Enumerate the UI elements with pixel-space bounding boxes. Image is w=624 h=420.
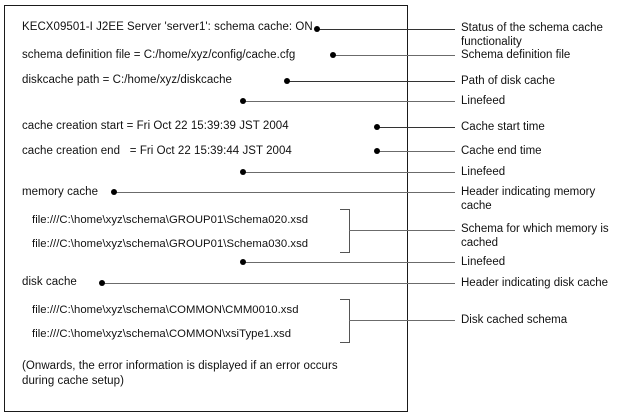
leader-dot-cache-end-time (374, 148, 380, 154)
annotation-schema-definition-file: Schema definition file (461, 49, 571, 61)
annotation-header-disk-cache: Header indicating disk cache (461, 277, 609, 289)
leader-line-schema-memory-cached (349, 230, 455, 231)
console-output-box (4, 5, 408, 412)
leader-line-disk-cached-schema (349, 320, 455, 321)
leader-line-cache-start-time (377, 127, 455, 128)
leader-dot-linefeed-2 (240, 169, 246, 175)
log-line-cache-creation-start: cache creation start = Fri Oct 22 15:39:… (22, 120, 289, 132)
log-line-diskcache-path: diskcache path = C:/home/xyz/diskcache (22, 74, 232, 86)
leader-line-linefeed-2 (243, 172, 455, 173)
annotation-linefeed-3: Linefeed (461, 256, 506, 268)
log-line-disk-schema-cmm0010: file:///C:\home\xyz\schema\COMMON\CMM001… (32, 304, 299, 316)
leader-line-linefeed-3 (243, 262, 455, 263)
leader-line-header-disk-cache (104, 283, 455, 284)
bracket-memory-cached-schema (340, 209, 350, 253)
leader-line-header-memory-cache (116, 192, 455, 193)
annotation-disk-cached-schema: Disk cached schema (461, 314, 568, 326)
leader-dot-header-memory-cache (111, 189, 117, 195)
annotation-cache-start-time: Cache start time (461, 121, 545, 133)
log-line-memory-schema-020: file:///C:\home\xyz\schema\GROUP01\Schem… (32, 214, 309, 226)
annotation-status-of-schema-cache: Status of the schema cache functionality (461, 22, 603, 48)
console-footnote-line-1: (Onwards, the error information is displ… (22, 360, 338, 372)
leader-line-linefeed-1 (243, 101, 455, 102)
bracket-disk-cached-schema (340, 299, 350, 343)
annotation-schema-memory-cached: Schema for which memory is cached (461, 223, 609, 249)
leader-dot-cache-start-time (374, 124, 380, 130)
leader-dot-schema-definition-file (330, 52, 336, 58)
log-line-memory-schema-030: file:///C:\home\xyz\schema\GROUP01\Schem… (32, 238, 309, 250)
annotation-cache-end-time: Cache end time (461, 145, 542, 157)
leader-line-schema-definition-file (333, 55, 455, 56)
leader-line-path-of-disk-cache (287, 81, 455, 82)
log-line-schema-definition-file: schema definition file = C:/home/xyz/con… (22, 49, 296, 61)
annotation-header-memory-cache: Header indicating memory cache (461, 186, 596, 212)
annotation-linefeed-2: Linefeed (461, 166, 506, 178)
log-line-memory-cache-header: memory cache (22, 186, 99, 198)
log-line-status: KECX09501-I J2EE Server 'server1': schem… (22, 21, 313, 33)
leader-line-cache-end-time (377, 151, 455, 152)
log-line-disk-cache-header: disk cache (22, 276, 77, 288)
leader-dot-linefeed-1 (240, 98, 246, 104)
leader-dot-linefeed-3 (240, 259, 246, 265)
annotation-linefeed-1: Linefeed (461, 95, 506, 107)
leader-dot-header-disk-cache (99, 280, 105, 286)
console-footnote-line-2: during cache setup) (22, 375, 124, 387)
log-line-disk-schema-xsitype1: file:///C:\home\xyz\schema\COMMON\xsiTyp… (32, 328, 292, 340)
log-line-cache-creation-end: cache creation end = Fri Oct 22 15:39:44… (22, 145, 292, 157)
annotation-path-of-disk-cache: Path of disk cache (461, 75, 555, 87)
leader-line-status (317, 29, 455, 30)
leader-dot-path-of-disk-cache (284, 78, 290, 84)
leader-dot-status (314, 26, 320, 32)
